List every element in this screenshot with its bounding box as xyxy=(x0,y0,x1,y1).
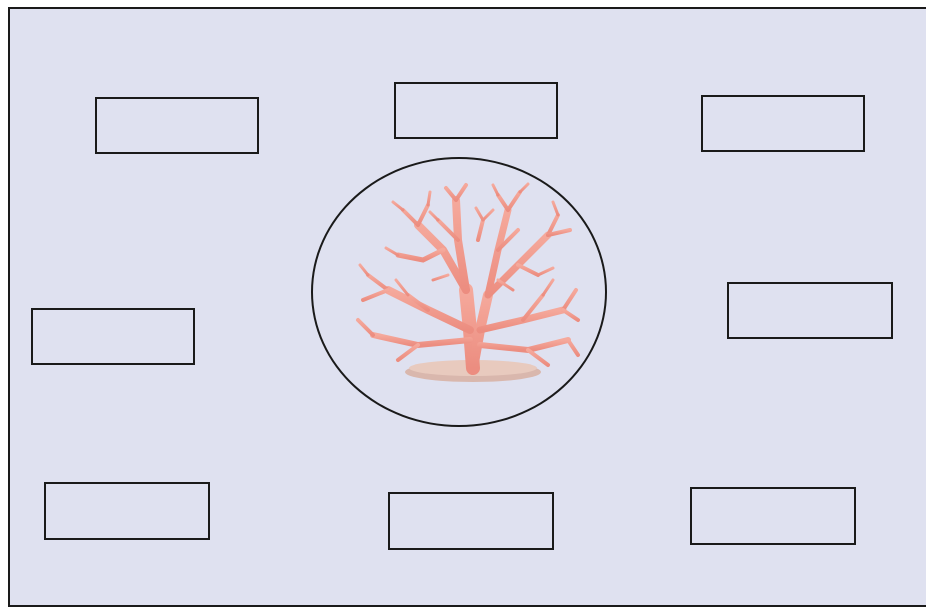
answer-box-top-center[interactable] xyxy=(394,82,558,139)
answer-box-middle-right[interactable] xyxy=(727,282,893,339)
answer-box-bottom-left[interactable] xyxy=(44,482,210,540)
answer-box-top-left[interactable] xyxy=(95,97,259,154)
answer-box-middle-left[interactable] xyxy=(31,308,195,365)
answer-box-bottom-center[interactable] xyxy=(388,492,554,550)
coral-icon xyxy=(348,180,582,390)
answer-box-top-right[interactable] xyxy=(701,95,865,152)
answer-box-bottom-right[interactable] xyxy=(690,487,856,545)
